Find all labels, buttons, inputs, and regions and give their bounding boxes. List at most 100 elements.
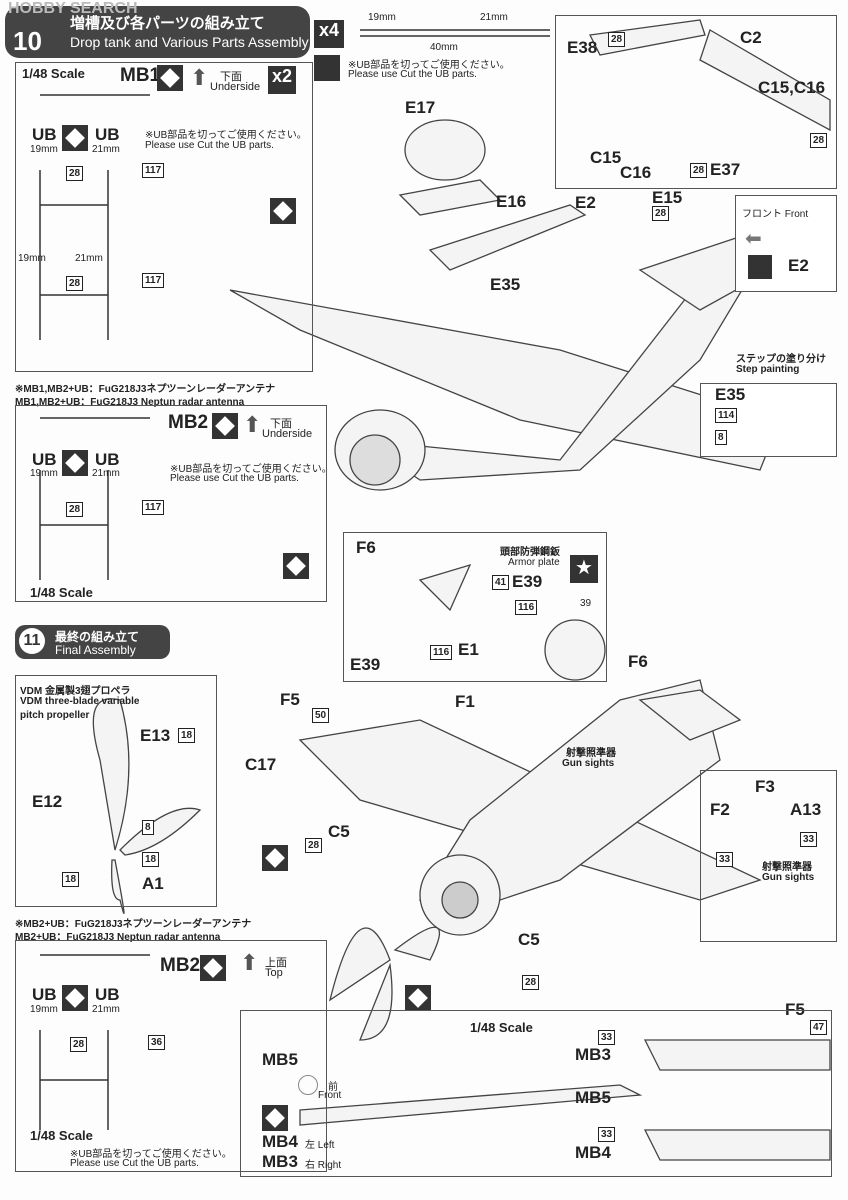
part-label: E13 <box>140 726 171 745</box>
note-en: Please use Cut the UB parts. <box>170 473 299 484</box>
decal-diamond-icon <box>283 553 309 579</box>
color-code: 28 <box>66 166 84 181</box>
scale-label: 1/48 Scale <box>22 66 85 81</box>
right-label: 右 Right <box>305 1160 342 1171</box>
watermark: HOBBY SEARCH <box>8 0 138 17</box>
part-label: E35 <box>490 275 521 294</box>
note-en: Please use Cut the UB parts. <box>70 1158 199 1169</box>
part-label: E37 <box>710 160 741 179</box>
prop-en: pitch propeller <box>20 710 90 721</box>
color-code: 28 <box>70 1037 88 1052</box>
part-label: E12 <box>32 792 63 811</box>
gun-sight-box <box>700 770 837 942</box>
part-label: C15,C16 <box>758 78 826 97</box>
ub-label: UB <box>32 450 57 469</box>
front-jp: 前 <box>328 1082 338 1093</box>
step-number: 11 <box>19 628 45 654</box>
front-en: Front <box>318 1090 342 1101</box>
part-label: E15 <box>652 188 683 207</box>
color-code: 18 <box>62 872 80 887</box>
ub-label: UB <box>32 125 57 144</box>
ub-length: 19mm <box>30 144 58 155</box>
upper-wing <box>229 289 781 471</box>
note-jp: ※UB部品を切ってご使用ください。 <box>348 60 510 71</box>
color-code: 28 <box>810 133 828 148</box>
color-code: 114 <box>715 408 738 423</box>
color-code: 116 <box>430 645 453 660</box>
note-jp: ※UB部品を切ってご使用ください。 <box>170 464 332 475</box>
part-label: C5 <box>328 822 350 841</box>
armor-en: Armor plate <box>508 557 560 568</box>
mb5-decal-icon <box>298 1075 318 1095</box>
part-label: F2 <box>710 800 730 819</box>
color-code: 117 <box>142 500 165 515</box>
left-label: 左 Left <box>305 1140 335 1151</box>
part-label: C16 <box>620 163 652 182</box>
color-code: 117 <box>142 163 165 178</box>
decal-diamond-icon <box>62 125 88 151</box>
decal-diamond-icon <box>270 198 296 224</box>
color-code: 33 <box>598 1030 616 1045</box>
part-label: MB3 <box>262 1152 298 1171</box>
length-label: 19mm <box>368 12 396 23</box>
step-11-header: 11 最終の組み立て Final Assembly <box>15 625 170 659</box>
part-label: C15 <box>590 148 622 167</box>
part-label: A13 <box>790 800 822 819</box>
part-label: E1 <box>458 640 479 659</box>
antenna-placement-box <box>240 1010 832 1177</box>
gun-sight-jp: 射撃照準器 <box>566 748 616 759</box>
part-label: MB1 <box>120 65 161 86</box>
ub-label: UB <box>95 450 120 469</box>
note-jp: ※UB部品を切ってご使用ください。 <box>70 1149 232 1160</box>
antenna-note-jp: ※MB1,MB2+UB：FuG218J3ネプツーンレーダーアンテナ <box>15 384 276 395</box>
arrow-left-icon: ⬅ <box>745 228 762 250</box>
decal-diamond-icon <box>262 845 288 871</box>
cut-icon <box>314 55 340 81</box>
color-code: 117 <box>142 273 165 288</box>
step-paint-en: Step painting <box>736 364 800 375</box>
part-label: MB2 <box>168 412 209 433</box>
part-label: MB4 <box>262 1132 298 1151</box>
antenna-note-en: MB2+UB：FuG218J3 Neptun radar antenna <box>15 932 221 943</box>
part-label: C5 <box>518 930 540 949</box>
part-label: A1 <box>142 874 164 893</box>
color-code: 33 <box>716 852 734 867</box>
part-label: MB5 <box>262 1050 298 1069</box>
color-code: 28 <box>305 838 323 853</box>
ub-label: UB <box>95 985 120 1004</box>
arrow-up-icon: ⬆ <box>240 950 259 975</box>
part-label: E38 <box>567 38 598 57</box>
part-label: MB4 <box>575 1143 611 1162</box>
part-label: E2 <box>788 256 809 275</box>
part-label: F6 <box>628 652 648 671</box>
side-en: Underside <box>210 81 261 93</box>
ub-length: 19mm <box>30 468 58 479</box>
step-number: 10 <box>13 26 42 56</box>
mb2-panel <box>15 405 327 602</box>
decal-diamond-icon <box>405 985 431 1011</box>
length-label: 21mm <box>480 12 508 23</box>
part-label: MB2 <box>160 955 201 976</box>
part-label: F5 <box>785 1000 805 1019</box>
star-icon: ★ <box>570 555 598 583</box>
color-code: 47 <box>810 1020 828 1035</box>
part-label: C2 <box>740 28 762 47</box>
gun-sight-en: Gun sights <box>762 872 815 883</box>
mb1-panel <box>15 62 313 372</box>
part-label: E39 <box>350 655 381 674</box>
part-label: E17 <box>405 98 436 117</box>
ub-length: 19mm <box>30 1004 58 1015</box>
parts-detail-box <box>555 15 837 189</box>
antenna-note-en: MB1,MB2+UB：FuG218J3 Neptun radar antenna <box>15 397 245 408</box>
gun-sight-jp: 射撃照準器 <box>762 862 812 873</box>
color-code: 33 <box>598 1127 616 1142</box>
part-label: E39 <box>512 572 543 591</box>
part-label: C17 <box>245 755 277 774</box>
scale-label: 1/48 Scale <box>30 1128 93 1143</box>
ub-label: UB <box>95 125 120 144</box>
decal-diamond-icon <box>62 450 88 476</box>
color-code: 39 <box>580 598 592 609</box>
dimension: 21mm <box>75 253 103 264</box>
color-code: 36 <box>148 1035 166 1050</box>
